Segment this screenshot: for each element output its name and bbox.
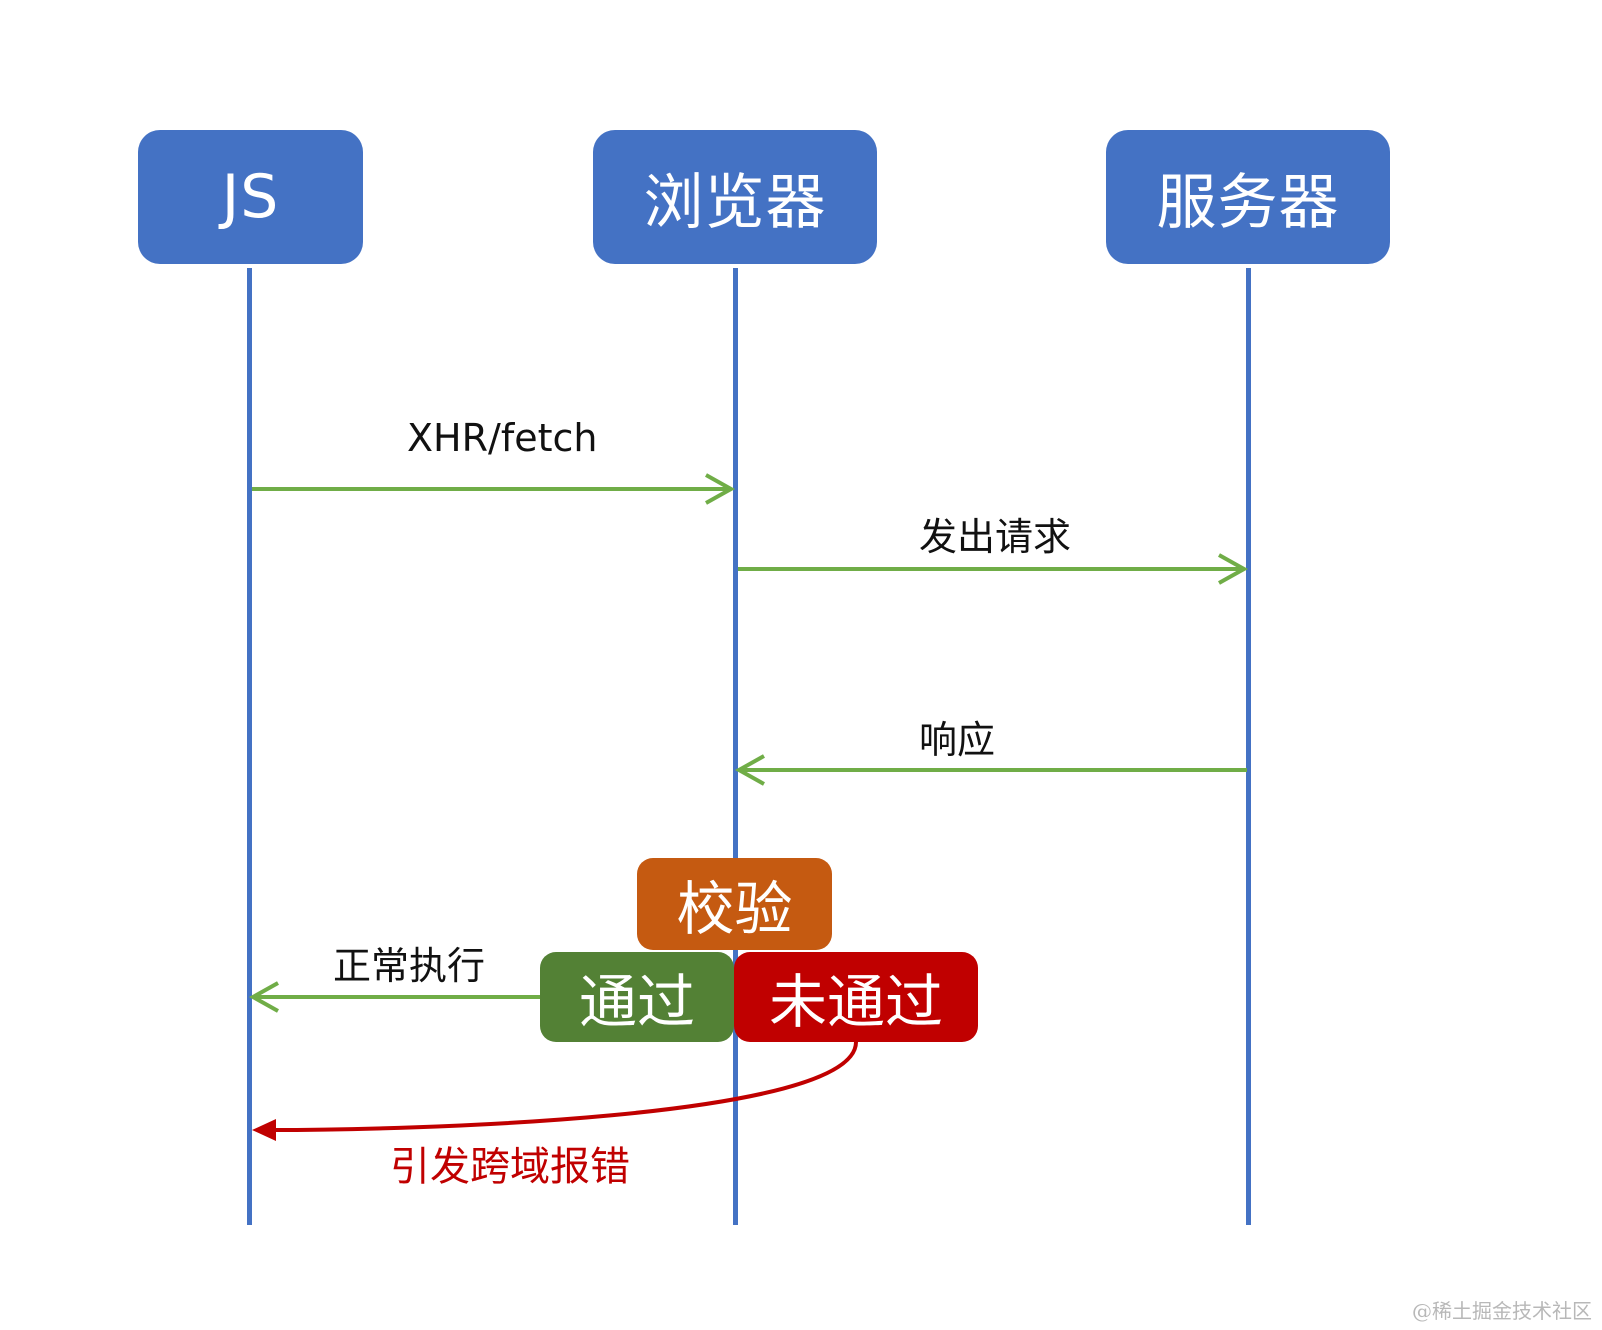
arrow-response [734, 754, 1247, 786]
lifeline-browser [733, 268, 738, 1225]
error-label: 引发跨域报错 [390, 1144, 630, 1190]
message-label-normal-execution: 正常执行 [333, 944, 486, 988]
actor-browser: 浏览器 [593, 130, 877, 264]
arrow-send-request [738, 553, 1249, 585]
message-label-send-request: 发出请求 [919, 515, 1072, 559]
pass-box: 通过 [540, 952, 734, 1042]
actor-server: 服务器 [1106, 130, 1390, 264]
pass-label: 通过 [578, 968, 695, 1036]
fail-box: 未通过 [734, 952, 978, 1042]
actor-js-label: JS [221, 162, 280, 232]
arrow-xhr-fetch [252, 473, 736, 505]
check-box: 校验 [637, 858, 832, 950]
actor-server-label: 服务器 [1156, 167, 1340, 238]
actor-browser-label: 浏览器 [643, 167, 827, 238]
message-label-xhr-fetch: XHR/fetch [407, 416, 598, 460]
message-label-response: 响应 [919, 718, 996, 762]
watermark: @稀土掘金技术社区 [1412, 1299, 1592, 1323]
fail-label: 未通过 [768, 968, 943, 1036]
lifeline-server [1246, 268, 1251, 1225]
arrow-cors-error [252, 1041, 858, 1141]
lifeline-js [247, 268, 252, 1225]
check-label: 校验 [676, 875, 793, 943]
actor-js: JS [138, 130, 363, 264]
arrow-normal-execution [248, 981, 544, 1013]
